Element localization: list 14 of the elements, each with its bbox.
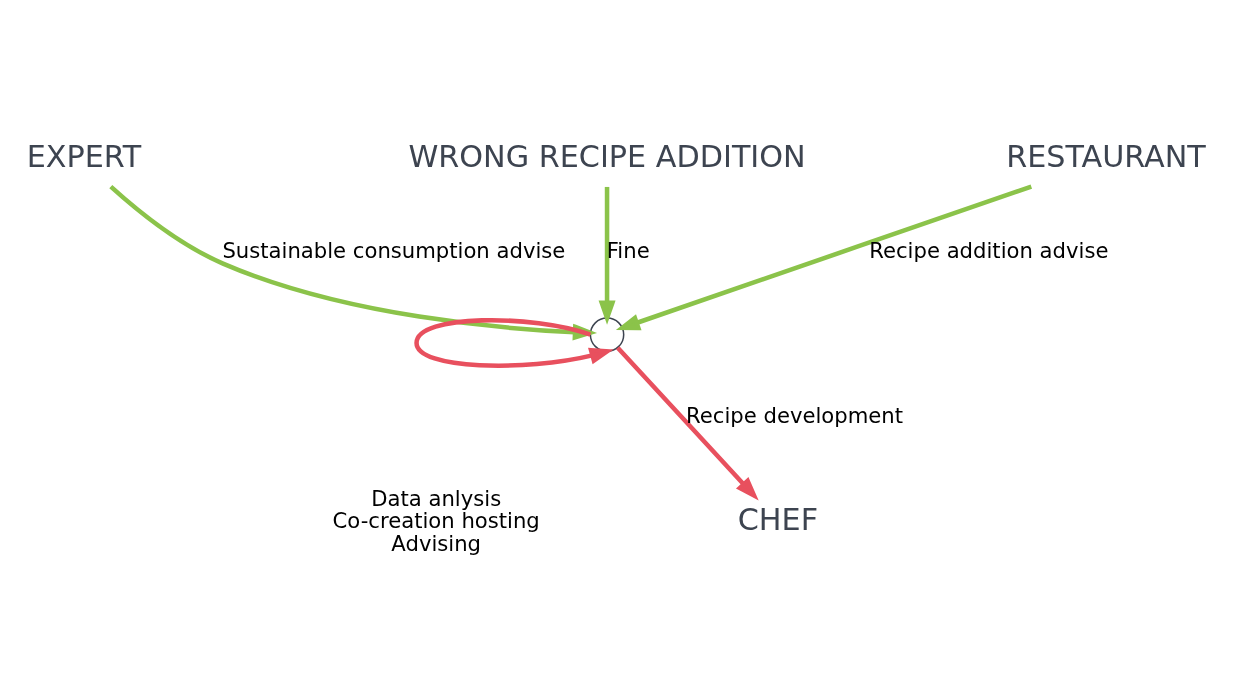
edge-label: Sustainable consumption advise — [222, 237, 566, 263]
edge-label: Recipe development — [686, 402, 904, 428]
arrow — [616, 346, 759, 501]
arrow — [615, 184, 1033, 331]
edge-label: Recipe addition advise — [869, 237, 1109, 263]
node-text: WRONG RECIPE ADDITION — [408, 138, 806, 174]
arrow — [598, 186, 616, 325]
node-text: RESTAURANT — [1006, 138, 1206, 174]
node-label: Advising — [391, 531, 482, 557]
node-text: CHEF — [737, 502, 819, 538]
arrow — [414, 318, 614, 368]
node-label: Data anlysis — [371, 485, 502, 511]
node-text: EXPERT — [26, 138, 142, 174]
node-circle — [589, 317, 625, 353]
